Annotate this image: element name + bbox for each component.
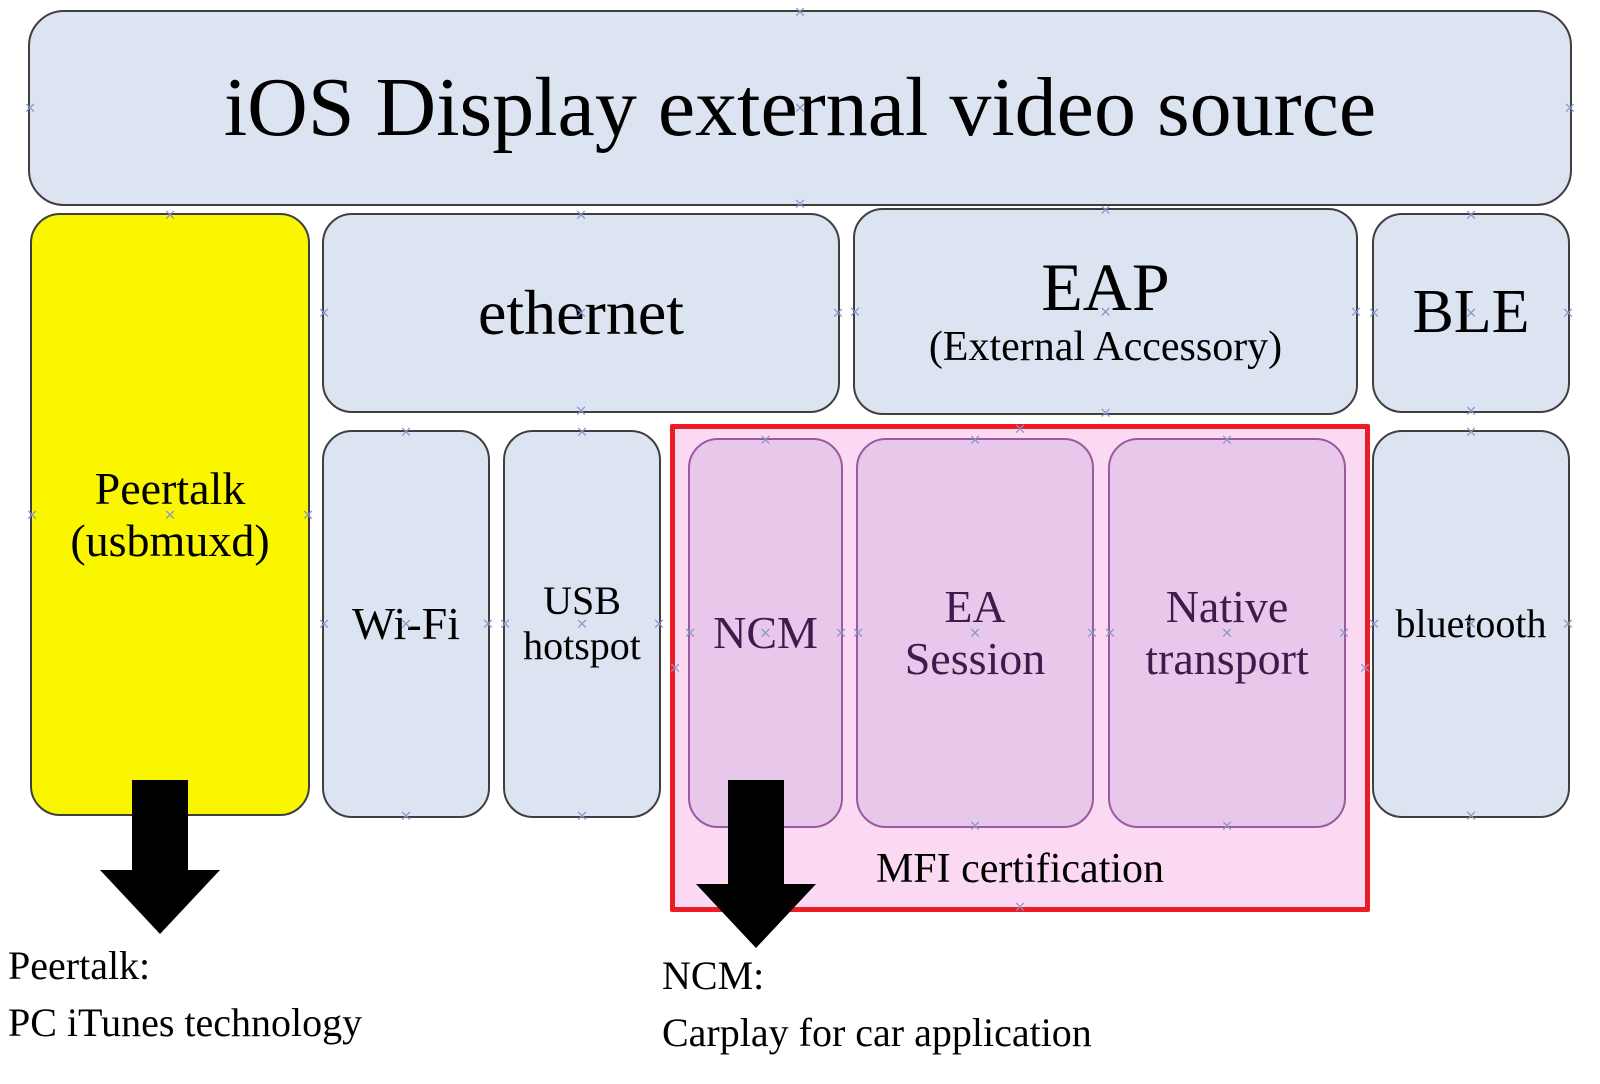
peertalk-footnote-line1: Peertalk: bbox=[8, 943, 151, 988]
anchor-mark-icon: × bbox=[793, 194, 807, 213]
anchor-mark-icon: × bbox=[1367, 303, 1381, 322]
anchor-mark-icon: × bbox=[574, 205, 588, 224]
peertalk-footnote: Peertalk: PC iTunes technology bbox=[8, 938, 362, 1052]
anchor-mark-icon: × bbox=[793, 2, 807, 21]
anchor-mark-icon: × bbox=[1464, 806, 1478, 825]
wifi-label: Wi-Fi bbox=[351, 598, 461, 650]
anchor-mark-icon: × bbox=[831, 303, 845, 322]
peertalk-label-line2: (usbmuxd) bbox=[70, 514, 270, 566]
eap-title: EAP bbox=[1041, 249, 1170, 326]
anchor-mark-icon: × bbox=[498, 614, 512, 633]
bluetooth-box: bluetooth ××××× bbox=[1368, 424, 1575, 823]
diagram-title: iOS Display external video source bbox=[223, 60, 1377, 154]
anchor-mark-icon: × bbox=[399, 806, 413, 825]
anchor-mark-icon: × bbox=[1464, 205, 1478, 224]
usb-hotspot-label-line1: USB bbox=[543, 578, 621, 624]
ncm-footnote: NCM: Carplay for car application bbox=[662, 948, 1092, 1062]
native-transport-label-line1: Native bbox=[1165, 581, 1289, 633]
anchor-mark-icon: × bbox=[575, 806, 589, 825]
peertalk-footnote-line2: PC iTunes technology bbox=[8, 999, 363, 1045]
ncm-label: NCM bbox=[713, 607, 818, 659]
anchor-mark-icon: × bbox=[574, 401, 588, 420]
anchor-mark-icon: × bbox=[668, 658, 682, 677]
peertalk-label-line1: Peertalk bbox=[94, 462, 246, 514]
ble-label: BLE bbox=[1412, 278, 1530, 347]
anchor-mark-icon: × bbox=[652, 614, 666, 633]
ea-session-box: EA Session ××××× bbox=[852, 432, 1099, 833]
ea-session-label-line2: Session bbox=[904, 633, 1046, 684]
peertalk-arrow-head-icon bbox=[100, 870, 220, 934]
anchor-mark-icon: × bbox=[1013, 419, 1027, 438]
anchor-mark-icon: × bbox=[1561, 303, 1575, 322]
anchor-mark-icon: × bbox=[301, 505, 315, 523]
wifi-box: Wi-Fi ××××× bbox=[318, 424, 495, 823]
peertalk-box: Peertalk (usbmuxd) ××××× bbox=[26, 207, 315, 821]
anchor-mark-icon: × bbox=[23, 98, 37, 117]
anchor-mark-icon: × bbox=[1563, 98, 1577, 117]
anchor-mark-icon: × bbox=[848, 302, 862, 320]
ncm-footnote-line2: Carplay for car application bbox=[662, 1009, 1092, 1055]
anchor-mark-icon: × bbox=[481, 614, 495, 633]
anchor-mark-icon: × bbox=[399, 422, 413, 441]
anchor-mark-icon: × bbox=[25, 505, 39, 523]
eap-subtitle: (External Accessory) bbox=[928, 323, 1283, 370]
anchor-mark-icon: × bbox=[317, 303, 331, 322]
anchor-mark-icon: × bbox=[1099, 403, 1112, 422]
eap-box: EAP (External Accessory) ××××× bbox=[849, 202, 1363, 420]
ncm-box: NCM ××××× bbox=[684, 432, 848, 833]
mfi-certification-label: MFI certification bbox=[875, 846, 1165, 892]
ncm-arrow-stem bbox=[728, 780, 784, 886]
native-transport-box: Native transport ××××× bbox=[1104, 432, 1351, 833]
usb-hotspot-box: USB hotspot ××××× bbox=[499, 424, 666, 823]
ncm-footnote-line1: NCM: bbox=[662, 953, 765, 998]
anchor-mark-icon: × bbox=[163, 205, 177, 224]
anchor-mark-icon: × bbox=[1013, 897, 1027, 916]
ethernet-box: ethernet ××××× bbox=[318, 207, 845, 418]
ncm-arrow-head-icon bbox=[696, 884, 816, 948]
ea-session-label-line1: EA bbox=[944, 581, 1006, 633]
anchor-mark-icon: × bbox=[1561, 614, 1575, 633]
ble-box: BLE ××××× bbox=[1368, 207, 1575, 418]
anchor-mark-icon: × bbox=[1464, 401, 1478, 420]
peertalk-arrow-stem bbox=[132, 780, 188, 872]
anchor-mark-icon: × bbox=[1358, 658, 1372, 677]
bluetooth-label: bluetooth bbox=[1395, 600, 1547, 646]
native-transport-label-line2: transport bbox=[1145, 633, 1309, 684]
anchor-mark-icon: × bbox=[575, 422, 589, 441]
anchor-mark-icon: × bbox=[1349, 302, 1363, 320]
anchor-mark-icon: × bbox=[317, 614, 331, 633]
title-box: iOS Display external video source ××××× bbox=[24, 4, 1577, 211]
ethernet-label: ethernet bbox=[477, 277, 685, 349]
usb-hotspot-label-line2: hotspot bbox=[523, 623, 641, 668]
anchor-mark-icon: × bbox=[1464, 422, 1478, 441]
